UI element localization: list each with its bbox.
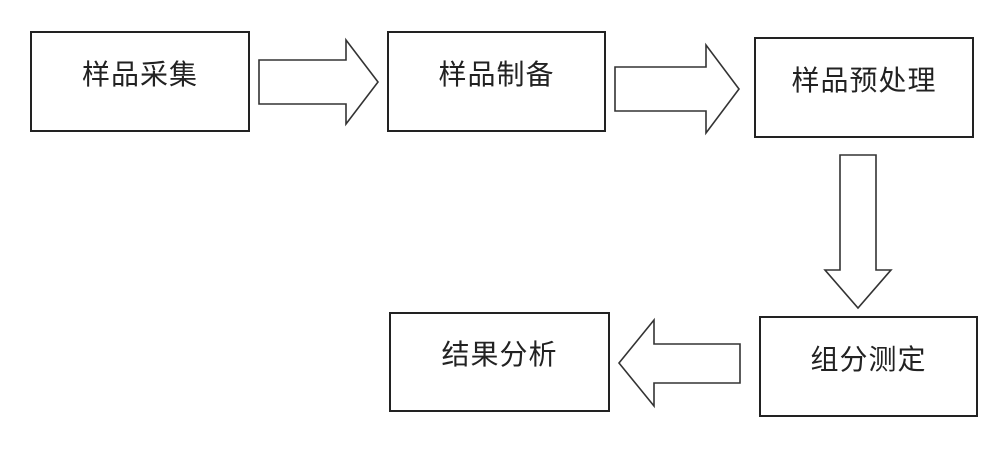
arrow-step3-to-step4 bbox=[823, 154, 893, 310]
step-box-sample-collection: 样品采集 bbox=[30, 31, 250, 132]
arrow-step2-to-step3 bbox=[614, 42, 740, 136]
step-label-component-measurement: 组分测定 bbox=[810, 342, 927, 376]
arrow-step1-to-step2 bbox=[258, 37, 380, 127]
step-box-result-analysis: 结果分析 bbox=[389, 312, 610, 412]
step-label-sample-pretreatment: 样品预处理 bbox=[791, 63, 937, 97]
arrow-step4-to-step5 bbox=[617, 317, 741, 409]
step-box-sample-pretreatment: 样品预处理 bbox=[754, 37, 974, 138]
step-label-result-analysis: 结果分析 bbox=[441, 338, 558, 371]
step-box-sample-preparation: 样品制备 bbox=[387, 31, 606, 132]
step-box-component-measurement: 组分测定 bbox=[759, 316, 978, 417]
step-label-sample-collection: 样品采集 bbox=[81, 57, 198, 91]
step-label-sample-preparation: 样品制备 bbox=[438, 57, 555, 91]
